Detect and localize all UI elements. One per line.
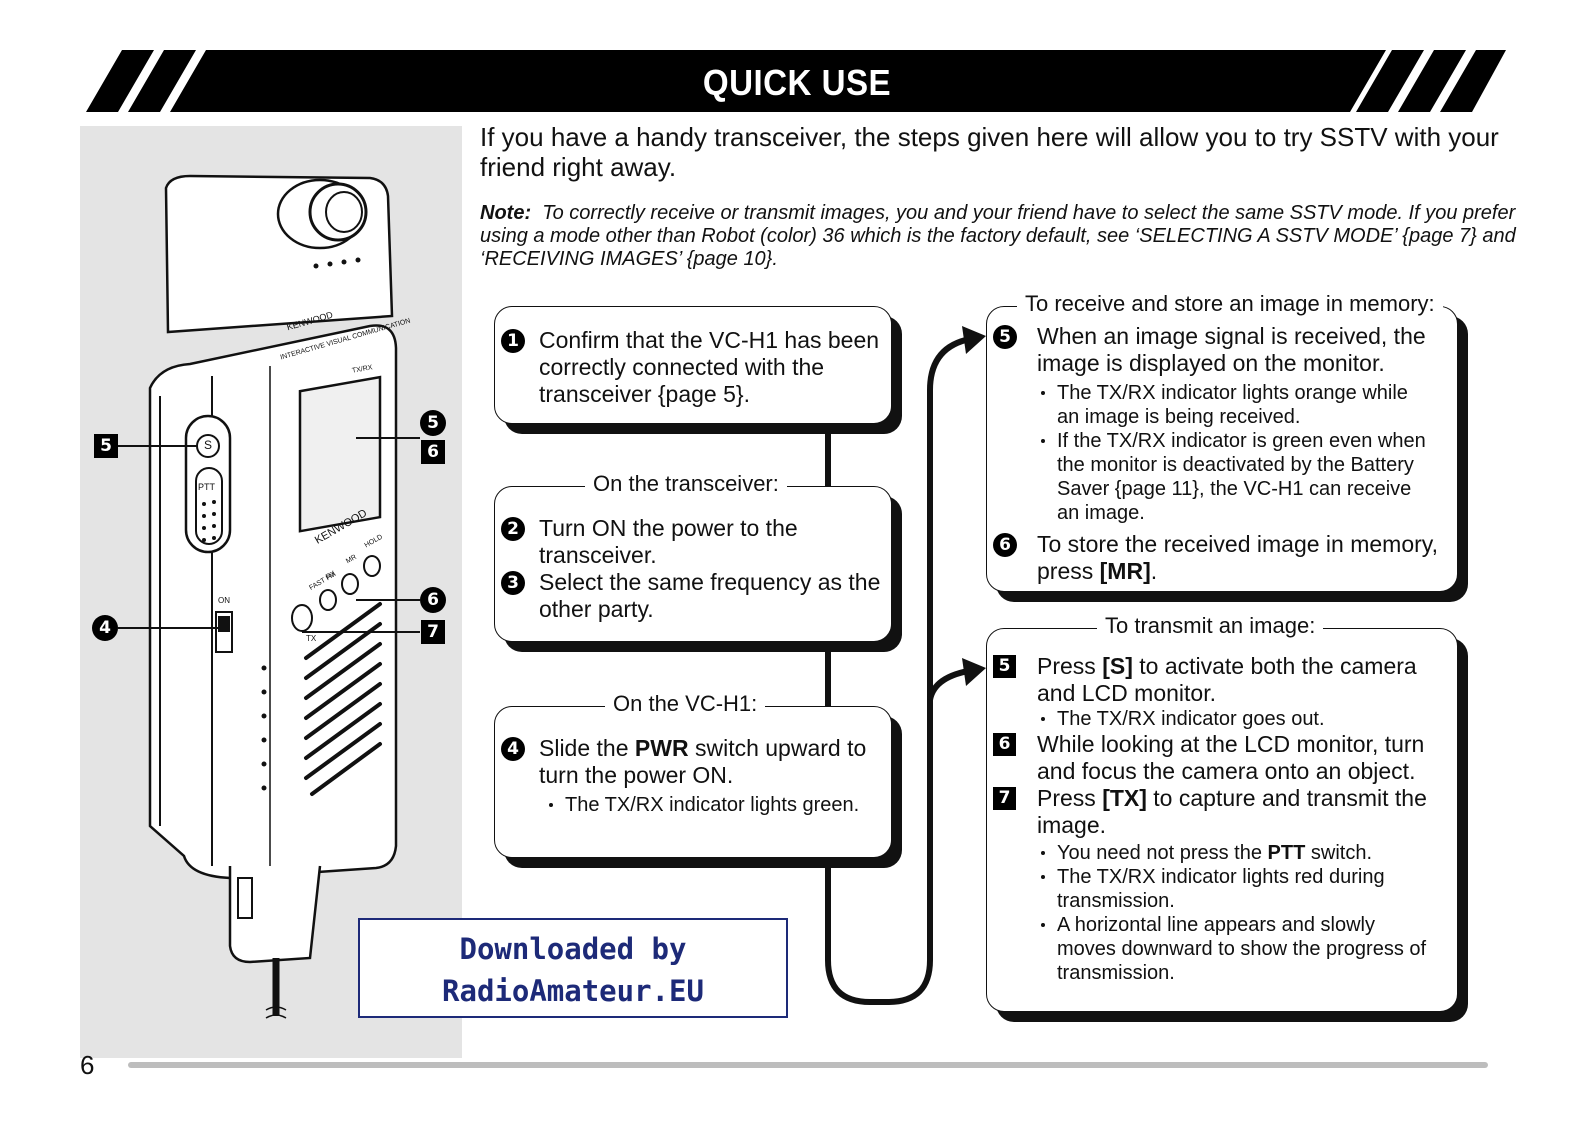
transmit-bullet-ptt-bold: PTT	[1267, 842, 1306, 864]
step-box-transceiver: On the transceiver: 2 Turn ON the power …	[494, 471, 892, 642]
vc-h1-device-illustration	[118, 174, 420, 1019]
transmit-step-6-text: While looking at the LCD monitor, turn a…	[1037, 731, 1425, 784]
note-paragraph: Note: To correctly receive or transmit i…	[480, 202, 1530, 271]
step-box-vch1: On the VC-H1: 4 Slide the PWR switch upw…	[494, 691, 892, 858]
transmit-step-7-text-pre: Press	[1037, 785, 1103, 811]
transmit-bullet-progress: A horizontal line appears and slowly mov…	[987, 913, 1457, 985]
vch1-box-label: On the VC-H1:	[605, 691, 766, 717]
transmit-step-7: 7 Press [TX] to capture and transmit the…	[987, 785, 1457, 839]
page-title: QUICK USE	[702, 62, 892, 103]
receive-box-label: To receive and store an image in memory:	[1017, 291, 1443, 317]
transmit-step-5-text-pre: Press	[1037, 653, 1103, 679]
receive-step-6-bold: [MR]	[1099, 558, 1151, 584]
step-4-text-pre: Slide the	[539, 735, 635, 761]
transmit-step-5: 5 Press [S] to activate both the camera …	[987, 653, 1457, 707]
callout-5-square: 5	[94, 434, 118, 458]
callout-6-circle: 6	[420, 587, 446, 613]
receive-step-number-5: 5	[993, 325, 1017, 349]
receive-step-6-text-pre: To store the received image in memory, p…	[1037, 531, 1438, 584]
transmit-bullet-red: The TX/RX indicator lights red during tr…	[987, 865, 1457, 913]
step-number-3: 3	[501, 571, 525, 595]
receive-box: To receive and store an image in memory:…	[986, 291, 1458, 592]
ptt-label: PTT	[198, 482, 215, 492]
note-text: To correctly receive or transmit images,…	[480, 202, 1516, 270]
step-3: 3 Select the same frequency as the other…	[495, 569, 891, 623]
callout-6-square: 6	[421, 440, 445, 464]
intro-text: If you have a handy transceiver, the ste…	[480, 122, 1499, 182]
header-bar	[86, 50, 1506, 112]
transmit-bullet-ptt-pre: You need not press the	[1057, 842, 1268, 864]
step-4: 4 Slide the PWR switch upward to turn th…	[495, 735, 891, 789]
step-number-2: 2	[501, 517, 525, 541]
step-number-4: 4	[501, 737, 525, 761]
step-4-bold: PWR	[634, 735, 689, 761]
step-1-text: Confirm that the VC-H1 has been correctl…	[539, 327, 880, 407]
transmit-step-5-bullet: The TX/RX indicator goes out.	[987, 707, 1457, 731]
step-4-text-post: switch upward to turn the power ON.	[539, 735, 867, 788]
receive-bullet-1: The TX/RX indicator lights orange while …	[987, 381, 1457, 429]
transmit-bullet-ptt: You need not press the PTT switch.	[987, 841, 1457, 865]
transceiver-box-label: On the transceiver:	[585, 471, 787, 497]
receive-step-5: 5 When an image signal is received, the …	[987, 323, 1457, 377]
tx-label: TX	[306, 634, 317, 643]
transmit-step-5-text-post: to activate both the camera and LCD moni…	[1037, 653, 1417, 706]
watermark-line-2: RadioAmateur.EU	[442, 974, 704, 1008]
step-number-1: 1	[501, 329, 525, 353]
step-2: 2 Turn ON the power to the transceiver.	[495, 515, 891, 569]
step-2-text: Turn ON the power to the transceiver.	[539, 515, 798, 568]
step-3-text: Select the same frequency as the other p…	[539, 569, 881, 622]
device-illustration-panel: KENWOOD INTERACTIVE VISUAL COMMUNICATION…	[80, 126, 462, 1058]
receive-bullet-2: If the TX/RX indicator is green even whe…	[987, 429, 1457, 525]
receive-step-6-text-post: .	[1150, 558, 1158, 584]
callout-7-square: 7	[421, 620, 445, 644]
transmit-bullet-ptt-post: switch.	[1305, 842, 1373, 864]
note-label: Note:	[480, 202, 532, 224]
on-label: ON	[218, 596, 230, 605]
receive-step-6: 6 To store the received image in memory,…	[987, 531, 1457, 585]
page-number: 6	[80, 1050, 95, 1080]
download-watermark: Downloaded by RadioAmateur.EU	[358, 918, 788, 1018]
transmit-step-number-7: 7	[993, 787, 1016, 810]
transmit-step-number-6: 6	[993, 733, 1016, 756]
transmit-step-5-bold: [S]	[1102, 653, 1133, 679]
transmit-step-7-bold: [TX]	[1102, 785, 1147, 811]
transmit-step-6: 6 While looking at the LCD monitor, turn…	[987, 731, 1457, 785]
step-box-connect: 1 Confirm that the VC-H1 has been correc…	[494, 306, 892, 424]
step-4-bullet: The TX/RX indicator lights green.	[495, 793, 891, 817]
transmit-step-7-text-post: to capture and transmit the image.	[1037, 785, 1427, 838]
transmit-box-label: To transmit an image:	[1097, 613, 1324, 639]
transmit-box: To transmit an image: 5 Press [S] to act…	[986, 613, 1458, 1012]
callout-4-circle: 4	[92, 615, 118, 641]
step-1: 1 Confirm that the VC-H1 has been correc…	[495, 327, 891, 408]
transmit-step-number-5: 5	[993, 655, 1016, 678]
receive-step-5-text: When an image signal is received, the im…	[1037, 323, 1426, 376]
receive-step-number-6: 6	[993, 533, 1017, 557]
watermark-line-1: Downloaded by	[459, 932, 687, 966]
footer-divider	[128, 1062, 1488, 1068]
callout-5-circle: 5	[420, 410, 446, 436]
s-button-label: S	[204, 438, 213, 452]
